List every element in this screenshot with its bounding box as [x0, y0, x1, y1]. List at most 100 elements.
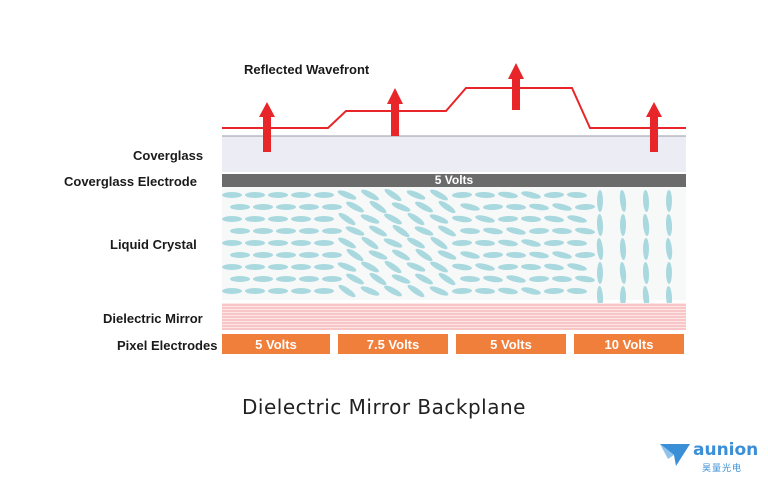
liquid-crystal-molecule	[521, 287, 541, 295]
liquid-crystal-molecule	[245, 264, 265, 270]
pixel-electrode-2: 7.5 Volts	[338, 334, 448, 354]
liquid-crystal-molecule	[475, 191, 495, 199]
liquid-crystal-molecule	[222, 264, 242, 270]
liquid-crystal-molecule	[597, 262, 603, 284]
liquid-crystal-molecule	[407, 212, 425, 226]
liquid-crystal-molecule	[452, 263, 472, 271]
wavefront-arrow-1	[259, 102, 275, 152]
reflected-wavefront-line	[222, 87, 686, 129]
liquid-crystal-molecule	[322, 252, 342, 258]
coverglass-electrode-label: Coverglass Electrode	[64, 174, 197, 189]
liquid-crystal-molecule	[619, 190, 627, 212]
liquid-crystal-molecule	[230, 204, 250, 210]
liquid-crystal-molecule	[361, 261, 379, 273]
liquid-crystal-molecule	[544, 287, 564, 295]
liquid-crystal-molecule	[314, 288, 334, 294]
liquid-crystal-molecule	[361, 236, 379, 250]
aunion-logo-icon	[660, 444, 690, 466]
liquid-crystal-molecule	[253, 276, 273, 282]
liquid-crystal-molecule	[407, 284, 425, 298]
liquid-crystal-molecule	[483, 275, 503, 283]
liquid-crystal-molecule	[253, 252, 273, 258]
liquid-crystal-molecule	[475, 287, 495, 295]
liquid-crystal-molecule	[596, 286, 604, 308]
liquid-crystal-molecule	[222, 288, 242, 294]
liquid-crystal-molecule	[460, 251, 480, 259]
pixel-electrode-1: 5 Volts	[222, 334, 330, 354]
liquid-crystal-molecule	[665, 238, 673, 260]
liquid-crystal-molecule	[475, 263, 495, 271]
brand-name: aunion	[693, 440, 759, 460]
liquid-crystal-molecule	[299, 276, 319, 282]
liquid-crystal-molecule	[299, 252, 319, 258]
liquid-crystal-molecule	[322, 204, 342, 210]
liquid-crystal-molecule	[322, 228, 342, 234]
liquid-crystal-molecule	[429, 286, 449, 296]
liquid-crystal-molecule	[360, 214, 380, 224]
liquid-crystal-molecule	[276, 276, 296, 282]
liquid-crystal-molecule	[619, 262, 627, 284]
liquid-crystal-molecule	[529, 275, 549, 283]
liquid-crystal-molecule	[596, 214, 604, 236]
reflected-wavefront-label: Reflected Wavefront	[244, 62, 370, 77]
liquid-crystal-molecule	[597, 190, 603, 212]
liquid-crystal-molecule	[437, 250, 457, 260]
wavefront-arrow-2	[387, 88, 403, 136]
liquid-crystal-molecule	[529, 203, 549, 211]
pixel-electrodes-label: Pixel Electrodes	[117, 338, 218, 353]
liquid-crystal-molecule	[544, 215, 564, 223]
liquid-crystal-molecule	[552, 203, 572, 211]
liquid-crystal-molecule	[544, 191, 564, 199]
liquid-crystal-molecule	[338, 237, 356, 249]
liquid-crystal-molecule	[544, 239, 564, 247]
liquid-crystal-molecule	[383, 238, 403, 248]
liquid-crystal-molecule	[620, 286, 626, 308]
liquid-crystal-molecule	[222, 216, 242, 222]
liquid-crystal-molecule	[314, 192, 334, 198]
liquid-crystal-molecule	[452, 239, 472, 247]
liquid-crystal-molecule	[567, 263, 587, 271]
liquid-crystal-molecule	[299, 228, 319, 234]
liquid-crystal-molecule	[245, 192, 265, 198]
liquid-crystal-molecule	[276, 228, 296, 234]
pixel-electrode-3: 5 Volts	[456, 334, 566, 354]
liquid-crystal-molecule	[452, 287, 472, 295]
liquid-crystal-molecule	[346, 201, 364, 213]
dielectric-mirror-layer	[222, 303, 686, 330]
liquid-crystal-molecule	[430, 236, 448, 250]
liquid-crystal-molecule	[268, 240, 288, 246]
liquid-crystal-molecule	[498, 191, 518, 199]
liquid-crystal-molecule	[276, 204, 296, 210]
liquid-crystal-molecule	[552, 251, 572, 259]
liquid-crystal-molecule	[567, 287, 587, 295]
liquid-crystal-molecule	[665, 214, 673, 236]
wavefront-arrow-3	[508, 63, 524, 110]
liquid-crystal-molecule	[291, 264, 311, 270]
liquid-crystal-molecule	[338, 212, 356, 226]
liquid-crystal-molecule	[438, 272, 456, 286]
liquid-crystal-molecule	[575, 251, 595, 259]
liquid-crystal-molecule	[230, 252, 250, 258]
liquid-crystal-molecule	[338, 284, 356, 298]
liquid-crystal-molecule	[506, 203, 526, 211]
liquid-crystal-molecule	[498, 215, 518, 223]
figure-caption: Dielectric Mirror Backplane	[242, 395, 526, 419]
liquid-crystal-molecule	[521, 191, 541, 199]
coverglass-label: Coverglass	[133, 148, 204, 163]
liquid-crystal-molecule	[392, 249, 410, 261]
liquid-crystal-molecule	[498, 239, 518, 247]
liquid-crystal-molecule	[346, 273, 364, 285]
liquid-crystal-molecule	[360, 286, 380, 296]
liquid-crystal-molecule	[521, 215, 541, 223]
liquid-crystal-molecule	[483, 251, 503, 259]
liquid-crystal-molecule	[415, 201, 433, 213]
liquid-crystal-molecule	[337, 262, 357, 272]
liquid-crystal-molecule	[384, 213, 402, 225]
liquid-crystal-molecule	[384, 285, 402, 297]
liquid-crystal-molecule	[369, 272, 387, 286]
liquid-crystal-molecule	[460, 203, 480, 211]
coverglass-electrode-bar	[222, 174, 686, 187]
liquid-crystal-molecule	[429, 214, 449, 224]
liquid-crystal-molecule	[245, 216, 265, 222]
